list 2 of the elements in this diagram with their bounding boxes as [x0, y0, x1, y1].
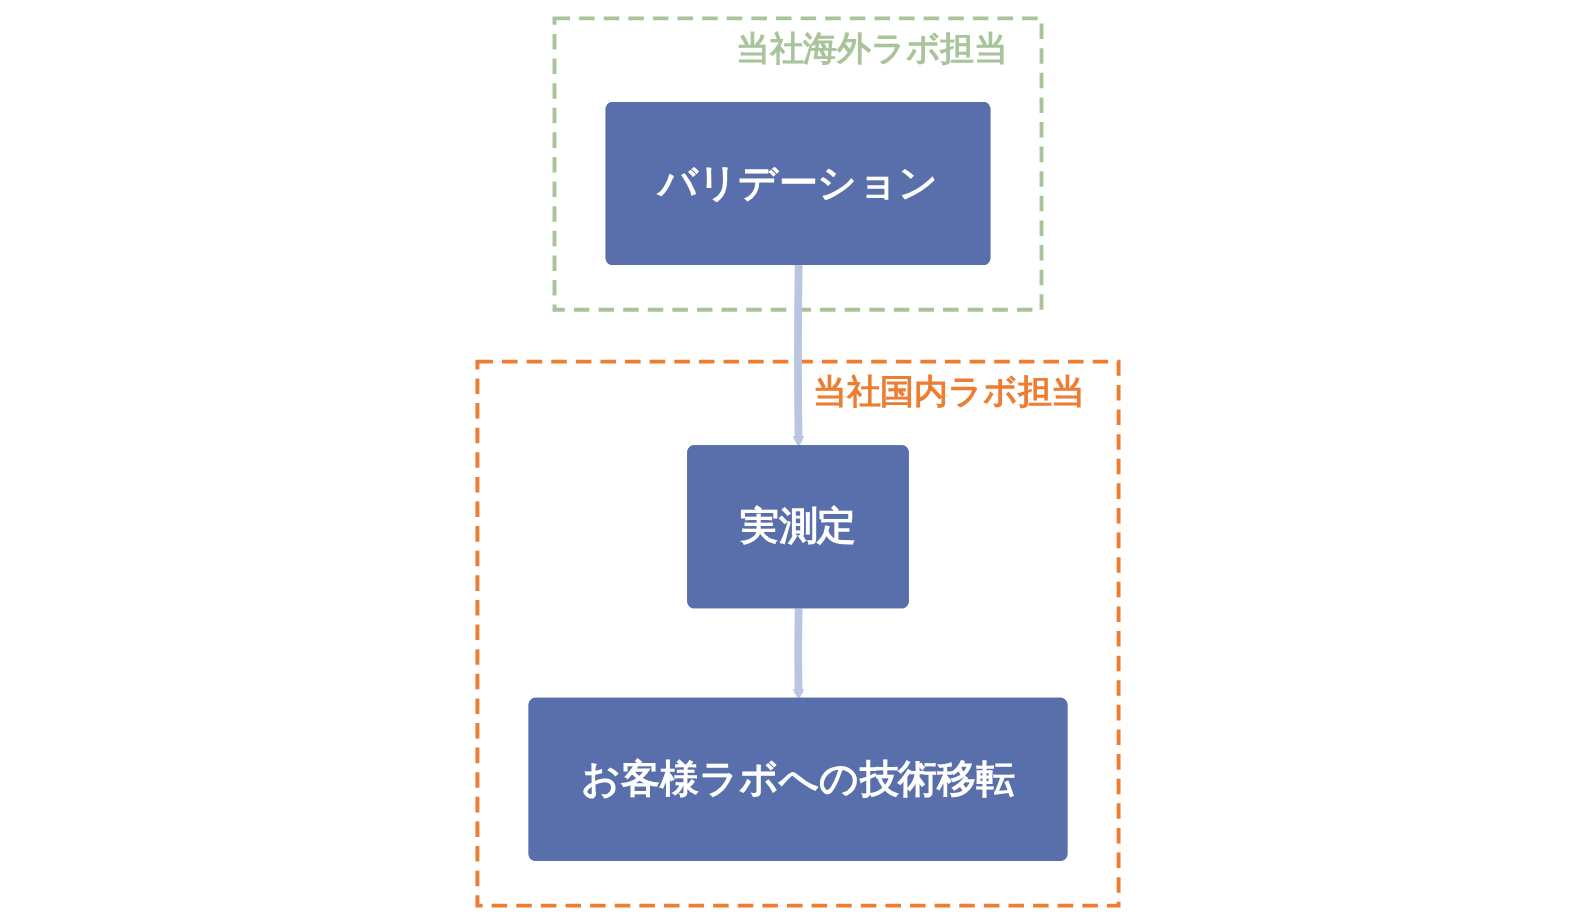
arrow [792, 265, 805, 447]
arrow [792, 608, 805, 700]
